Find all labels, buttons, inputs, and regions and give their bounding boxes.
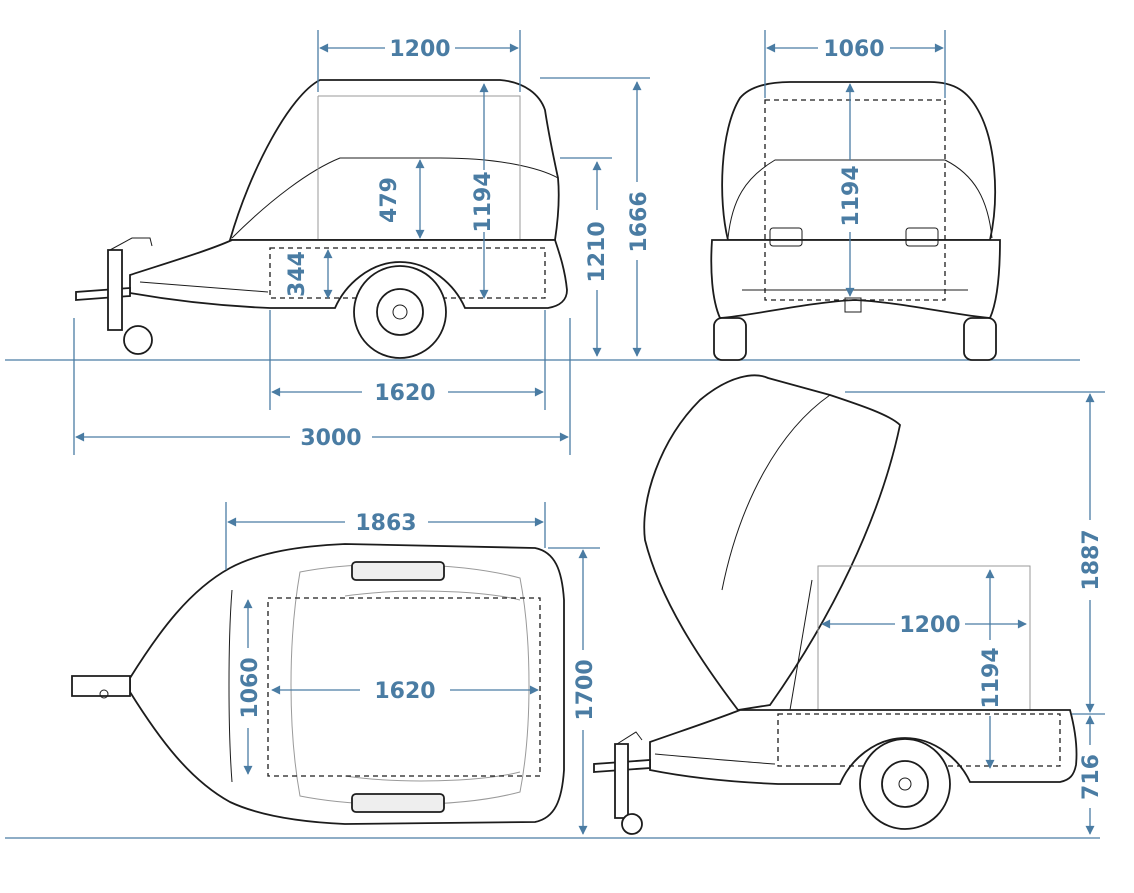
dim-side-body-height: 1210: [585, 221, 610, 282]
open-view-lid-seam: [721, 394, 831, 591]
dim-open-interior-length: 1200: [899, 613, 960, 638]
top-view-interior-dashed: [267, 597, 541, 777]
open-view-lid: [643, 374, 901, 711]
rear-view-interior-dashed: [764, 99, 946, 301]
side-view-jockey-wheel: [123, 325, 153, 355]
side-view-tub: [129, 239, 568, 309]
dim-side-interior-height: 1194: [471, 171, 496, 232]
top-view-drawbar: [71, 675, 131, 697]
dim-top-interior-width: 1060: [238, 657, 263, 718]
dim-side-bed-depth: 344: [285, 251, 310, 297]
open-view-jockey-handle: [616, 731, 643, 745]
open-view: 1200 1194 1887 716: [593, 374, 1105, 835]
top-view-lid-outline: [290, 563, 530, 806]
side-view-crease: [139, 281, 269, 293]
top-view-lid-contour: [344, 590, 521, 782]
dim-side-lid-length: 1200: [389, 37, 450, 62]
top-view-fender-top: [351, 561, 445, 581]
side-view: 1200 479 1194 344 1210 1666 1620 3000: [5, 30, 1080, 455]
dim-rear-interior-width: 1060: [823, 37, 884, 62]
rear-view-light-left: [769, 227, 803, 247]
top-view-jockey: [99, 689, 109, 699]
dim-open-height: 1887: [1079, 529, 1104, 590]
side-view-rim: [376, 288, 424, 336]
side-view-lid: [228, 79, 560, 241]
open-view-hub: [898, 777, 912, 791]
open-view-rim: [881, 760, 929, 808]
side-view-jockey-handle: [109, 237, 153, 251]
rear-view-wheel-right: [963, 317, 997, 361]
dim-side-lid-lift: 479: [377, 177, 402, 223]
dim-rear-interior-height: 1194: [839, 165, 864, 226]
dim-side-track-length: 1620: [374, 381, 435, 406]
dim-side-overall-length: 3000: [300, 426, 361, 451]
rear-view: 1060 1194: [710, 30, 1001, 361]
top-view: 1863 1060 1620 1700: [5, 502, 1100, 839]
rear-view-light-right: [905, 227, 939, 247]
rear-view-lid-seam: [727, 159, 993, 239]
top-view-fender-bottom: [351, 793, 445, 813]
open-view-gas-strut: [789, 579, 813, 711]
side-view-lid-seam: [231, 157, 559, 239]
side-view-interior-outline: [317, 95, 521, 240]
open-view-jockey-post: [614, 743, 629, 819]
rear-view-tub: [710, 239, 1001, 319]
open-view-bed-dashed: [777, 713, 1061, 767]
open-view-crease: [654, 753, 776, 765]
side-view-hub: [392, 304, 408, 320]
rear-view-hitch: [844, 297, 862, 313]
dim-top-overall-length: 1863: [355, 511, 416, 536]
top-view-body: [129, 543, 565, 825]
dim-side-overall-height: 1666: [627, 191, 652, 252]
rear-view-wheel-left: [713, 317, 747, 361]
side-view-bed-dashed: [269, 247, 546, 299]
side-view-jockey-post: [107, 249, 123, 331]
dim-open-interior-height: 1194: [979, 647, 1004, 708]
open-view-jockey-wheel: [621, 813, 643, 835]
dim-top-interior-length: 1620: [374, 679, 435, 704]
dim-open-bed-height: 716: [1079, 754, 1104, 800]
top-view-front-edge: [228, 589, 233, 783]
rear-view-lid: [721, 81, 997, 241]
dim-top-overall-width: 1700: [573, 659, 598, 720]
